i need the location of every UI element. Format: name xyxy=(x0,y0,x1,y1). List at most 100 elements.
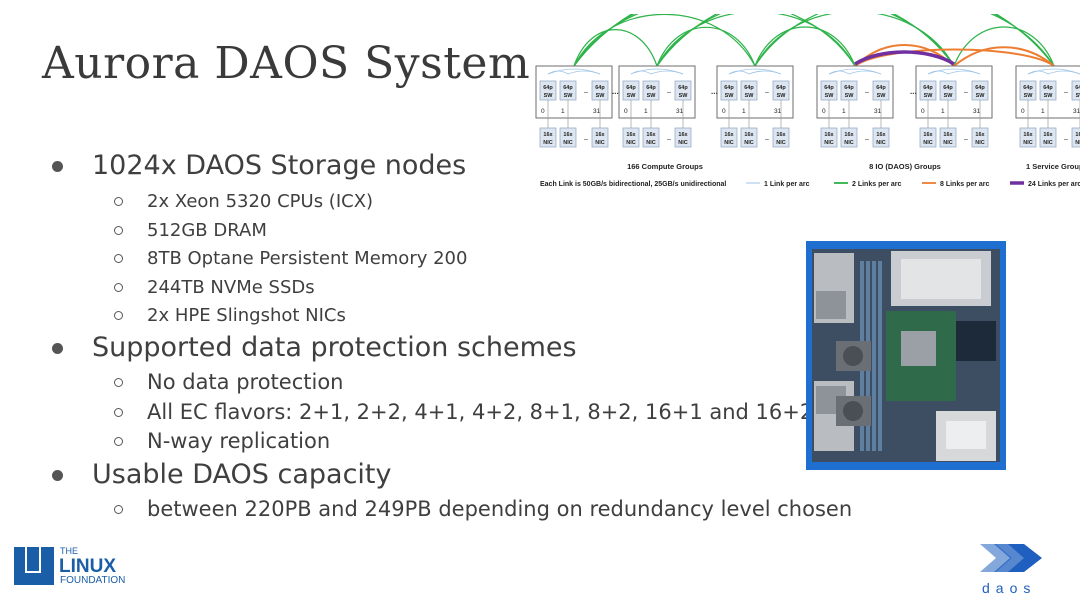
sub-bullet-circle-icon xyxy=(114,378,123,387)
switch-label: SW xyxy=(877,93,887,99)
local-link-arc xyxy=(650,70,684,75)
switch-ellipsis: – xyxy=(667,89,671,96)
legend-label: 24 Links per arc xyxy=(1028,181,1080,188)
port-label: 31 xyxy=(774,108,782,115)
nic-box xyxy=(939,127,957,148)
green-link-arc xyxy=(656,14,1055,67)
nic-box xyxy=(1071,127,1080,148)
switch-label: SW xyxy=(596,93,606,99)
port-label: 0 xyxy=(921,108,925,115)
port-label: 0 xyxy=(541,108,545,115)
switch-label: 64p xyxy=(844,85,854,91)
switch-ellipsis: – xyxy=(964,89,968,96)
nic-label: NIC xyxy=(776,140,786,146)
switch-label: SW xyxy=(777,93,787,99)
sub-bullet-circle-icon xyxy=(114,226,123,235)
switch-label: SW xyxy=(725,93,735,99)
switch-label: 64p xyxy=(1043,85,1053,91)
port-label: 31 xyxy=(593,108,601,115)
switch-label: SW xyxy=(1076,93,1080,99)
nic-box xyxy=(971,127,989,148)
switch-label: 64p xyxy=(626,85,636,91)
nic-label: NIC xyxy=(678,140,688,146)
switch-ellipsis: – xyxy=(584,89,588,96)
group-label: 8 IO (DAOS) Groups xyxy=(869,162,941,171)
nic-label: NIC xyxy=(923,140,933,146)
sub-bullet-circle-icon xyxy=(114,505,123,514)
lf-logo-foundation: FOUNDATION xyxy=(60,575,125,586)
nic-ellipsis: – xyxy=(667,136,671,143)
switch-label: SW xyxy=(564,93,574,99)
group-ellipsis: ... xyxy=(612,87,619,96)
nic-box xyxy=(622,127,640,148)
nic-label: 16x xyxy=(595,132,605,138)
nic-label: 16x xyxy=(626,132,636,138)
port-label: 0 xyxy=(822,108,826,115)
nic-box xyxy=(740,127,758,148)
nic-label: NIC xyxy=(1023,140,1033,146)
green-link-arc xyxy=(656,14,856,67)
nic-box xyxy=(872,127,890,148)
switch-label: 64p xyxy=(1075,85,1080,91)
slide-title: Aurora DAOS System xyxy=(42,38,531,89)
local-link-arc xyxy=(1027,70,1049,75)
nic-label: 16x xyxy=(844,132,854,138)
green-link-arc xyxy=(656,26,756,67)
green-link-arc xyxy=(573,14,756,67)
nic-ellipsis: – xyxy=(865,136,869,143)
local-link-arc xyxy=(547,70,569,75)
nic-box xyxy=(720,127,738,148)
switch-label: SW xyxy=(745,93,755,99)
nic-box xyxy=(674,127,692,148)
daos-logo-text: daos xyxy=(982,580,1036,596)
nic-label: 16x xyxy=(543,132,553,138)
green-link-arc xyxy=(754,14,955,67)
lf-logo-the: THE xyxy=(60,546,78,556)
switch-label: SW xyxy=(544,93,554,99)
green-link-arc xyxy=(573,14,856,67)
purple-link-arc xyxy=(854,50,955,66)
nic-label: NIC xyxy=(1075,140,1080,146)
port-label: 0 xyxy=(1021,108,1025,115)
nic-label: 16x xyxy=(563,132,573,138)
switch-label: 64p xyxy=(724,85,734,91)
nic-label: 16x xyxy=(824,132,834,138)
port-label: 0 xyxy=(624,108,628,115)
nic-label: NIC xyxy=(876,140,886,146)
switch-label: SW xyxy=(647,93,657,99)
switch-label: 64p xyxy=(943,85,953,91)
nic-box xyxy=(772,127,790,148)
switch-label: SW xyxy=(924,93,934,99)
nic-label: 16x xyxy=(1043,132,1053,138)
group-label: 166 Compute Groups xyxy=(627,162,703,171)
nic-box xyxy=(1019,127,1037,148)
switch-label: 64p xyxy=(563,85,573,91)
group-label: 1 Service Group xyxy=(1026,162,1080,171)
nic-box xyxy=(1039,127,1057,148)
nic-box xyxy=(642,127,660,148)
switch-label: 64p xyxy=(543,85,553,91)
legend-label: 1 Link per arc xyxy=(764,181,810,188)
switch-label: 64p xyxy=(1023,85,1033,91)
switch-label: SW xyxy=(679,93,689,99)
legend-label: 8 Links per arc xyxy=(940,181,990,188)
sub-bullet-circle-icon xyxy=(114,408,123,417)
nic-label: 16x xyxy=(646,132,656,138)
nic-label: NIC xyxy=(563,140,573,146)
nic-box xyxy=(559,127,577,148)
nic-label: 16x xyxy=(943,132,953,138)
switch-label: 64p xyxy=(646,85,656,91)
server-board-photo xyxy=(806,241,1006,470)
local-link-arc xyxy=(828,70,850,75)
nic-label: 16x xyxy=(975,132,985,138)
legend-label: 2 Links per arc xyxy=(852,181,902,188)
port-label: 1 xyxy=(941,108,945,115)
nic-label: NIC xyxy=(1043,140,1053,146)
nic-label: 16x xyxy=(678,132,688,138)
switch-label: 64p xyxy=(744,85,754,91)
nic-ellipsis: – xyxy=(584,136,588,143)
switch-label: 64p xyxy=(776,85,786,91)
port-label: 1 xyxy=(561,108,565,115)
local-link-arc xyxy=(1047,70,1080,75)
green-link-arc xyxy=(573,14,1055,67)
